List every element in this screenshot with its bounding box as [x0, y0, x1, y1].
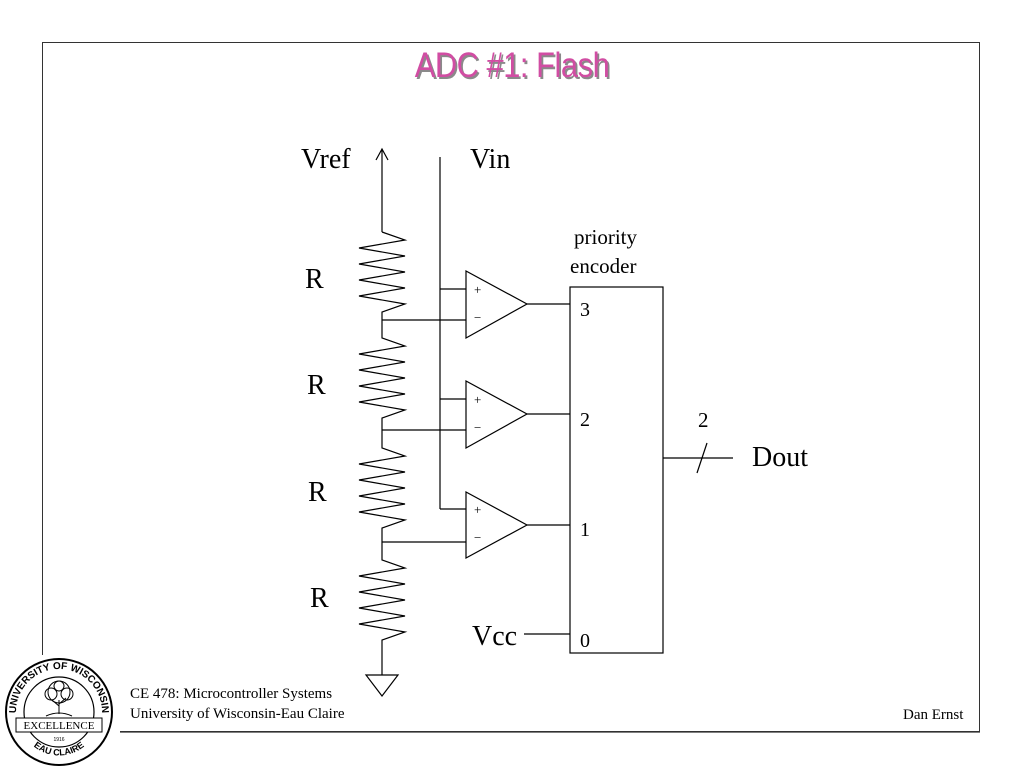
resistor-1 [358, 231, 408, 320]
comp2-minus: − [474, 420, 482, 435]
encoder-input-0: 0 [580, 630, 590, 652]
resistor-3 [358, 430, 408, 542]
seal-year: 1916 [53, 737, 64, 743]
dout-label: Dout [752, 442, 808, 473]
comp1-minus: − [474, 530, 482, 545]
encoder-title-line2: encoder [570, 254, 637, 278]
university-seal-icon: UNIVERSITY OF WISCONSIN EXCELLENCE 1916 … [5, 658, 113, 766]
comp3-plus: + [474, 282, 482, 297]
vref-label: Vref [301, 144, 351, 175]
encoder-input-3: 3 [580, 299, 590, 321]
resistor-label-2: R [307, 370, 326, 401]
ground-icon [364, 674, 400, 697]
encoder-title-line1: priority [574, 225, 637, 249]
slide-title: ADC #1: Flash [414, 46, 610, 85]
resistor-label-3: R [308, 477, 327, 508]
footer-university: University of Wisconsin-Eau Claire [130, 706, 345, 722]
seal-middle-text: EXCELLENCE [24, 720, 95, 732]
vref-arrow-icon [375, 147, 389, 161]
vcc-label: Vcc [472, 621, 518, 652]
comparator-1 [465, 490, 529, 560]
priority-encoder-box [569, 286, 664, 654]
resistor-4 [358, 542, 408, 675]
bus-slash [696, 442, 708, 474]
encoder-input-1: 1 [580, 519, 590, 541]
comp3-minus: − [474, 310, 482, 325]
resistor-2 [358, 320, 408, 430]
comp2-plus: + [474, 392, 482, 407]
footer-author: Dan Ernst [903, 707, 964, 723]
comparator-3 [465, 269, 529, 340]
bus-width-label: 2 [698, 408, 709, 432]
footer-course: CE 478: Microcontroller Systems [130, 686, 333, 702]
tree-icon [44, 680, 74, 717]
comp1-plus: + [474, 502, 482, 517]
resistor-label-4: R [310, 583, 329, 614]
resistor-label-1: R [305, 264, 324, 295]
encoder-input-2: 2 [580, 409, 590, 431]
comparator-2 [465, 379, 529, 450]
vin-label: Vin [470, 144, 511, 175]
